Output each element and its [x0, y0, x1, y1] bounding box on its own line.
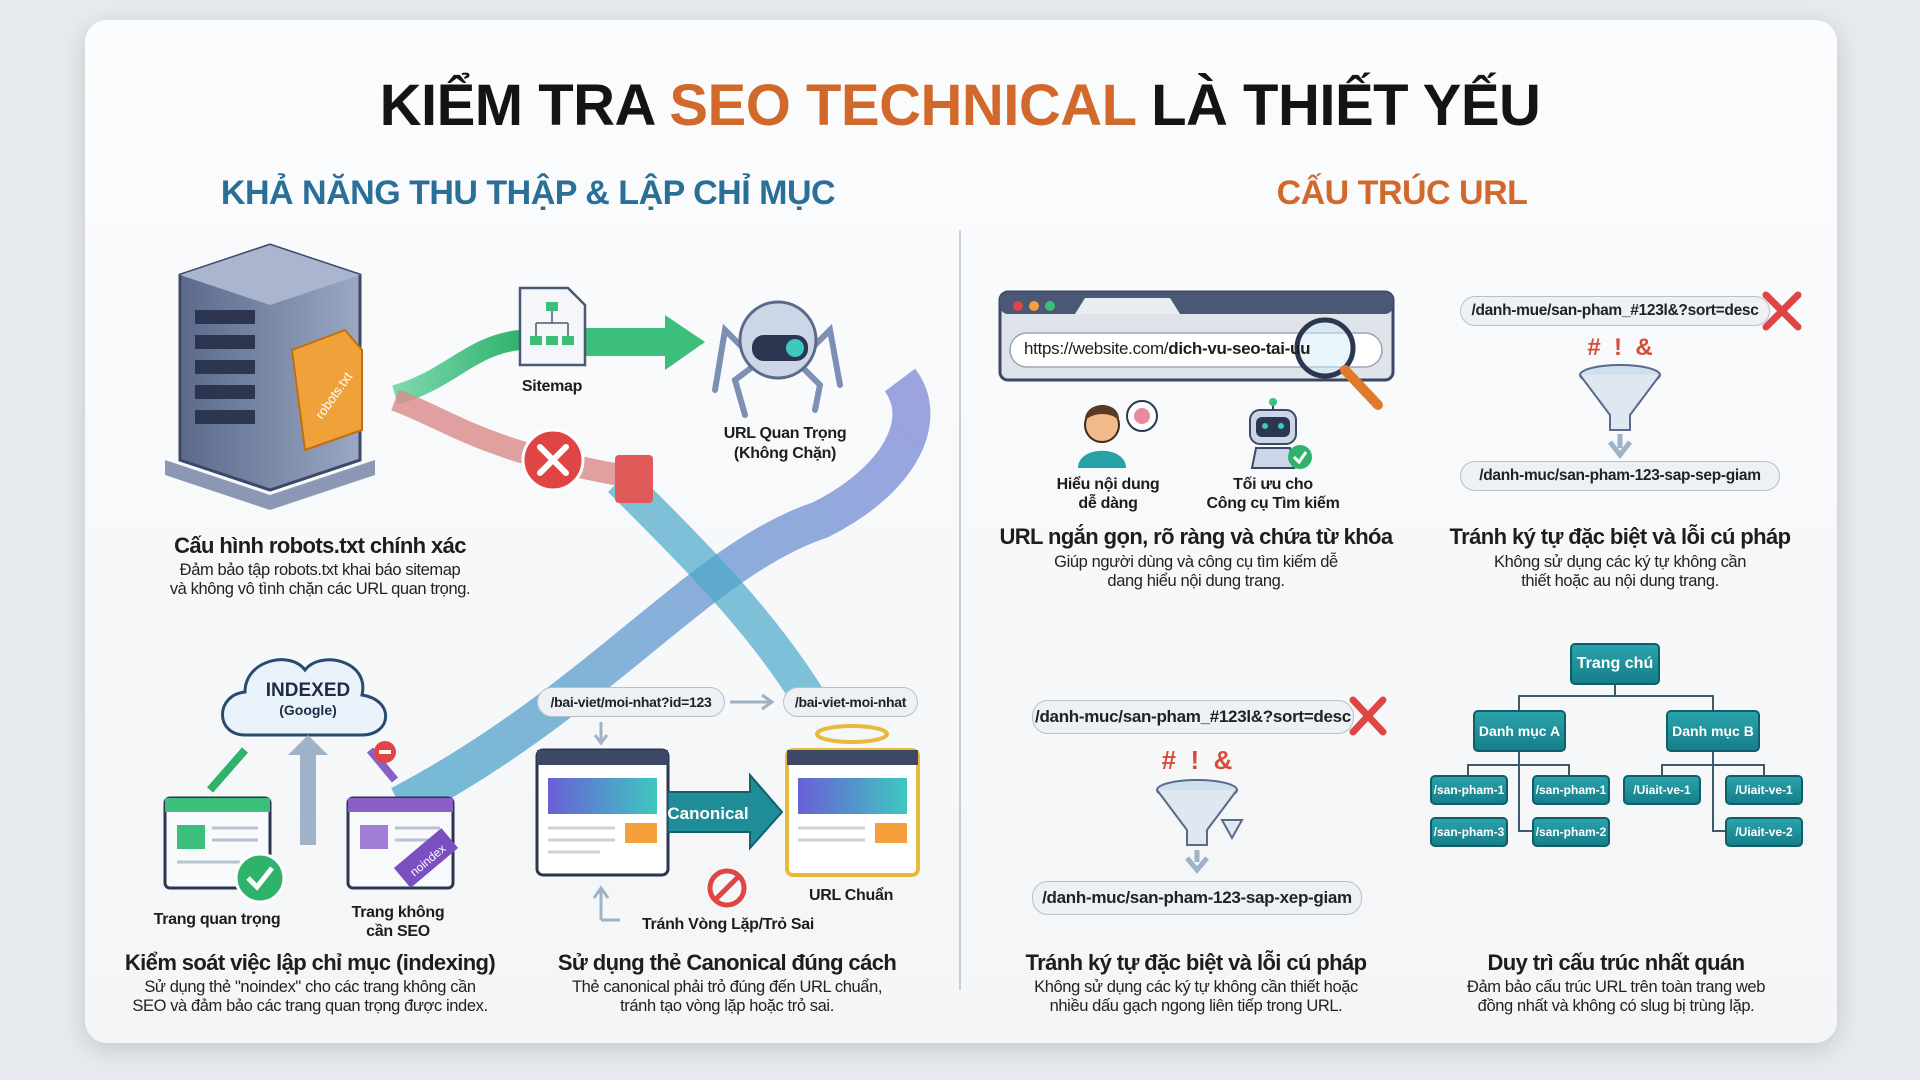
canonical-url-label: URL Chuẩn — [808, 887, 894, 904]
browser-window — [998, 290, 1395, 382]
bad-url-pill: /danh-mue/san-pham_#123l&?sort=desc — [1460, 296, 1770, 326]
robot-icon — [1249, 398, 1312, 469]
structure-caption-desc-2: đồng nhất và không có slug bị trùng lặp. — [1477, 997, 1755, 1015]
canonical-caption-title: Sử dụng thẻ Canonical đúng cách — [557, 950, 897, 975]
svg-text:Canonical: Canonical — [667, 804, 748, 823]
special-chars-2-caption-title: Tránh ký tự đặc biệt và lỗi cú pháp — [1025, 950, 1368, 975]
block-barrier-icon — [615, 455, 653, 503]
title-part-1: KIỂM TRA — [379, 73, 670, 138]
tree-category-a-folder: Danh mục A — [1473, 710, 1566, 752]
title-accent: SEO TECHNICAL — [669, 73, 1136, 138]
loop-warning-label: Tránh Vòng Lặp/Trỏ Sai — [641, 916, 815, 933]
good-url-pill: /danh-muc/san-pham-123-sap-sep-giam — [1460, 461, 1780, 491]
sitemap-label: Sitemap — [521, 378, 583, 395]
tree-leaf-folder: /san-pham-1 — [1430, 775, 1508, 805]
person-label-1: Hiểu nội dung — [1056, 476, 1160, 493]
person-icon — [1078, 400, 1158, 468]
robot-label-1: Tối ưu cho — [1233, 476, 1313, 493]
special-chars-caption-title: Tránh ký tự đặc biệt và lỗi cú pháp — [1449, 524, 1792, 549]
filter-funnel-icon — [1579, 364, 1661, 460]
cloud-label: INDEXED — [265, 680, 351, 701]
indexed-cloud-icon — [221, 658, 388, 737]
crawler-spider-icon — [712, 300, 843, 418]
canonical-page-window — [785, 724, 920, 877]
crawl-road-branch — [607, 467, 825, 710]
crawl-road — [391, 368, 931, 822]
blocked-x-icon — [521, 428, 585, 492]
person-label-2: dễ dàng — [1078, 495, 1138, 512]
bad-url-pill-2: /danh-muc/san-pham_#123l&?sort=desc — [1032, 700, 1354, 734]
good-url-pill-2: /danh-muc/san-pham-123-sap-xep-giam — [1032, 881, 1362, 915]
special-chars-2-caption-desc-2: nhiều dấu gạch ngong liên tiếp trong URL… — [1049, 997, 1343, 1015]
short-url-caption-desc-1: Giúp người dùng và công cụ tìm kiếm dễ — [1054, 553, 1338, 571]
indexing-caption-desc-1: Sử dụng thẻ "noindex" cho các trang khôn… — [144, 978, 476, 996]
green-path — [392, 330, 522, 405]
noindex-page-icon: noindex — [346, 741, 459, 890]
right-section-heading: CẤU TRÚC URL — [1276, 174, 1528, 212]
blocked-path — [391, 389, 622, 486]
tree-category-b-folder: Danh mục B — [1666, 710, 1760, 752]
special-chars-symbols: # ! & — [1587, 334, 1653, 361]
indexing-caption-desc-2: SEO và đảm bảo các trang quan trọng được… — [132, 997, 488, 1015]
robot-label-2: Công cụ Tìm kiếm — [1206, 495, 1340, 512]
tree-leaf-folder: /san-pham-1 — [1532, 775, 1610, 805]
error-x-icon — [1762, 291, 1802, 331]
ban-icon — [707, 868, 747, 908]
noindex-page-label-1: Trang không — [351, 904, 445, 921]
robots-caption-desc-2: và không vô tình chặn các URL quan trọng… — [169, 580, 471, 598]
canonical-caption-desc-1: Thẻ canonical phải trỏ đúng đến URL chuẩ… — [571, 978, 883, 996]
sitemap-arrow-icon — [585, 315, 705, 370]
special-chars-symbols-2: # ! & — [1161, 745, 1233, 775]
short-url-caption-desc-2: dang hiểu nội dung trang. — [1107, 572, 1285, 590]
important-page-label: Trang quan trọng — [153, 911, 281, 928]
structure-caption-title: Duy trì cấu trúc nhất quán — [1487, 950, 1746, 975]
title-part-2: LÀ THIẾT YẾU — [1135, 73, 1541, 138]
url-slug: dich-vu-seo-tai-uu — [1168, 339, 1311, 358]
tree-root-folder: Trang chú — [1570, 643, 1660, 685]
filter-funnel-icon-2 — [1156, 779, 1244, 874]
url-prefix: https://website.com/ — [1024, 339, 1169, 358]
robots-caption-title: Cấu hình robots.txt chính xác — [174, 533, 466, 558]
tree-leaf-folder: /san-pham-3 — [1430, 817, 1508, 847]
original-page-window — [535, 748, 670, 877]
tree-leaf-folder: /Uiait-ve-1 — [1725, 775, 1803, 805]
page-title: KIỂM TRA SEO TECHNICAL LÀ THIẾT YẾU — [380, 72, 1541, 139]
tree-leaf-folder: /Uiait-ve-2 — [1725, 817, 1803, 847]
error-x-icon-2 — [1349, 696, 1387, 736]
special-chars-2-caption-desc-1: Không sử dụng các ký tự không cần thiết … — [1034, 978, 1358, 996]
magnifier-icon — [1294, 317, 1383, 410]
robots-file-icon: robots.txt — [290, 328, 363, 452]
canonical-arrow-icon: Canonical — [667, 772, 784, 851]
tree-connectors — [1467, 685, 1765, 832]
spider-label-line1: URL Quan Trọng — [723, 425, 847, 442]
indexing-caption-title: Kiểm soát việc lập chỉ mục (indexing) — [124, 950, 496, 975]
canonical-url-pill: /bai-viet-moi-nhat — [783, 687, 918, 717]
url-redirect-arrow — [730, 693, 775, 711]
left-section-heading: KHẢ NĂNG THU THẬP & LẬP CHỈ MỤC — [220, 174, 836, 212]
special-chars-caption-desc-1: Không sử dụng các ký tự không cần — [1494, 553, 1746, 571]
noindex-page-label-2: cần SEO — [366, 923, 430, 940]
cloud-sublabel: (Google) — [279, 702, 337, 718]
important-page-icon — [163, 796, 286, 904]
tree-leaf-folder: /Uiait-ve-1 — [1623, 775, 1701, 805]
loop-arrow-icon — [592, 885, 620, 922]
robots-caption-desc-1: Đảm bảo tập robots.txt khai báo sitemap — [179, 561, 461, 579]
tree-leaf-folder: /san-pham-2 — [1532, 817, 1610, 847]
short-url-caption-title: URL ngắn gọn, rõ ràng và chứa từ khóa — [999, 524, 1393, 549]
original-url-pill: /bai-viet/moi-nhat?id=123 — [537, 687, 725, 717]
special-chars-caption-desc-2: thiết hoặc au nội dung trang. — [1521, 572, 1719, 590]
spider-label-line2: (Không Chặn) — [733, 445, 837, 462]
index-arrows-icon — [206, 735, 399, 845]
canonical-caption-desc-2: tránh tạo vòng lặp hoặc trỏ sai. — [620, 997, 834, 1015]
down-arrow-icon — [593, 722, 609, 746]
address-bar-url: https://website.com/dich-vu-seo-tai-uu — [1024, 339, 1310, 359]
structure-caption-desc-1: Đảm bảo cấu trúc URL trên toàn trang web — [1467, 978, 1765, 996]
sitemap-document-icon — [518, 286, 587, 367]
